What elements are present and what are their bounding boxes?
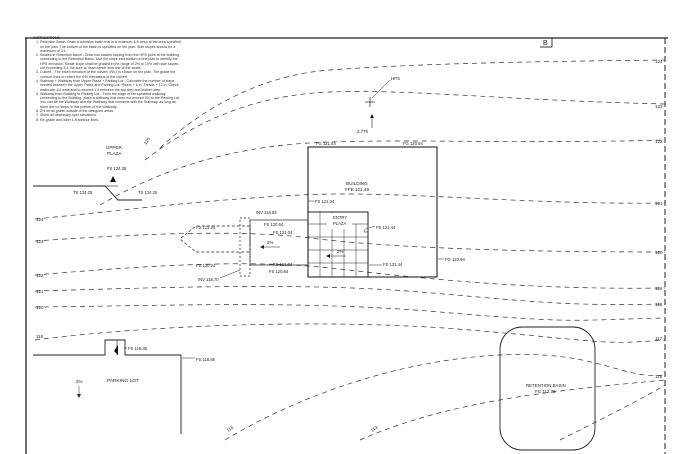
spot-elevation-fs-118-38: FS 118.38 (128, 346, 148, 351)
contour-label-122-left: 122 (36, 273, 44, 278)
spot-elevation-fg-121-64: FG 121.64 (316, 141, 336, 146)
slope-label-2775: 2.775 (357, 129, 369, 134)
contour-line-115 (224, 354, 666, 441)
spot-elevation-fs-121-04-low: FS 121.04 (273, 262, 293, 267)
contour-label-117-right: 117 (655, 336, 663, 341)
slope-label-2pct-parking: 2% (76, 379, 82, 384)
contour-line-123 (144, 91, 666, 161)
spot-elevation-fs-124-38: FS 124.38 (107, 166, 127, 171)
contour-label-121-right: 121 (655, 201, 663, 206)
instruction-item: Retention Basin: Draw a retention basin … (40, 40, 183, 53)
instruction-item: Stairway + Walkway from Upper Plaza + Pa… (40, 79, 183, 92)
building-label-line-2: FFE 121.48 (345, 187, 369, 192)
entry-plaza-label-line-1: ENTRY (333, 215, 347, 220)
upper-plaza-label-line-1: UPPER (106, 145, 123, 150)
contour-label-125: 125 (143, 136, 152, 145)
instructions-block: INSTRUCTIONS Retention Basin: Draw a ret… (33, 36, 183, 122)
slope-arrow-parking-head (77, 394, 81, 398)
slope-label-2pct-entry: 2% (337, 249, 343, 254)
spot-elevation-fs-121-44-upper: FS 121.44 (376, 225, 396, 230)
entry-plaza-label-line-2: PLAZA (333, 221, 346, 226)
spot-elevation-fg-120-94-top: FG 120.94 (403, 141, 423, 146)
contour-line-114 (359, 379, 666, 441)
entry-plaza-grid (307, 211, 380, 278)
upper-plaza-label-line-2: PLAZA (107, 151, 122, 156)
instruction-item: Re-grade and label 1-ft contour lines. (40, 118, 183, 122)
retention-basin-outline (499, 326, 596, 451)
slope-label-2pct-walkway: 2% (267, 240, 273, 245)
contour-label-122-right: 122 (655, 139, 663, 144)
contour-line-118 (34, 286, 666, 305)
hps-label: HPS (391, 76, 400, 81)
contour-line-124 (159, 59, 666, 149)
walkway-to-entry (249, 219, 309, 266)
spot-arrow-marker (110, 176, 116, 182)
entry-label-backing (327, 213, 352, 229)
contour-label-119-left: 119 (36, 334, 44, 339)
contour-label-120-left: 120 (36, 305, 44, 310)
slope-arrow-walkway-head (260, 245, 264, 249)
section-marker-label: B (543, 40, 548, 47)
instructions-heading: INSTRUCTIONS (33, 36, 60, 40)
spot-elevation-fs-120-64-low: FS 120.64 (269, 269, 289, 274)
contour-label-124-left: 124 (36, 217, 44, 222)
instruction-item: Show all necessary spot elevations. (40, 113, 183, 117)
entry-plaza-side-wall (367, 212, 380, 278)
contour-label-115: 115 (226, 424, 235, 432)
parking-lot-outline (33, 339, 182, 434)
spot-elevation-fs-121-24: FS 121.24 (196, 225, 216, 230)
instruction-item: Walkway from Building to Parking Lot - F… (40, 92, 183, 109)
slope-arrow-entry-head (326, 254, 330, 258)
building-label-line-1: BUILDING (346, 181, 368, 186)
spot-elevation-ts-124-25-left: TS 124.25 (73, 190, 93, 195)
spot-elevation-inv-118-70: INV 118.70 (198, 277, 219, 282)
instruction-item: Culvert - The invert elevation of the cu… (40, 70, 183, 79)
spot-elevation-fg-120-94-right: FG 120.94 (445, 257, 465, 262)
parking-lot-label: PARKING LOT (107, 378, 139, 384)
culvert-walkway-outline (180, 225, 251, 253)
leader-inv-118-70 (219, 269, 241, 279)
contour-line-117 (34, 304, 666, 321)
contour-line-119 (34, 263, 666, 289)
contour-label-123-right: 123 (655, 104, 663, 109)
parking-spot-marker (114, 345, 118, 355)
contour-line-122 (99, 139, 666, 206)
contour-label-121-left: 121 (36, 289, 44, 294)
spot-elevation-fs-120-64-top: FS 120.64 (264, 222, 284, 227)
hps-leader (371, 79, 391, 99)
spot-elevation-fs-121-04-top: FS 121.04 (315, 199, 335, 204)
instructions-list: Retention Basin: Draw a retention basin … (33, 40, 183, 122)
instruction-item: 2% on all grade outside of the designed … (40, 109, 183, 113)
contour-line-116 (34, 323, 666, 343)
contour-label-120-right: 120 (655, 250, 663, 255)
spot-elevation-ts-124-25-right: TS 124.25 (138, 190, 158, 195)
slope-arrow-head (370, 114, 374, 118)
spot-elevation-fs-120-24: FS 120.24 (196, 263, 216, 268)
contour-label-119-right: 119 (655, 286, 663, 291)
spot-elevation-fs-121-44-lower: FS 121.44 (383, 262, 403, 267)
door-swing-arc (363, 227, 369, 233)
spot-elevation-inv-118-83: INV 118.83 (256, 210, 277, 215)
instruction-item: Swales in Retention Basin - Draw two swa… (40, 53, 183, 70)
culvert-structure (239, 217, 251, 277)
upper-plaza-edge (33, 185, 142, 201)
contour-label-123-left: 123 (36, 239, 44, 244)
spot-elevation-fs-118-85: FS 118.85 (196, 357, 216, 362)
contour-label-113: 113 (370, 424, 379, 432)
leader-fs-121-44-upper (368, 225, 376, 229)
spot-elevation-fs-121-04-mid: FS 121.04 (273, 230, 293, 235)
retention-basin-label-line-1: RETENTION BASIN (526, 383, 566, 388)
contour-label-118-right: 118 (655, 302, 663, 307)
retention-basin-label-line-2: FG 112.75 (535, 389, 556, 394)
contour-label-116-right: 116 (655, 374, 663, 379)
contour-line-113 (559, 384, 666, 441)
contour-line-120 (34, 232, 666, 253)
contour-label-124-right: 124 (655, 59, 663, 64)
contour-lines (34, 59, 666, 441)
